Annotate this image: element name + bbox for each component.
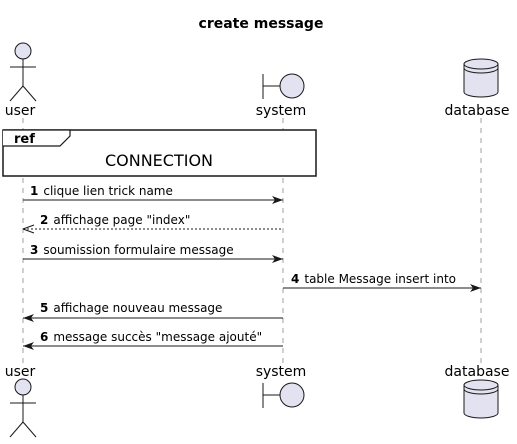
boundary-icon	[262, 73, 305, 99]
message-6: 6 message succès "message ajouté"	[23, 330, 283, 350]
ref-frame: ref CONNECTION	[2, 129, 317, 177]
message-number: 5	[40, 301, 48, 315]
arrowhead-icon	[272, 255, 283, 263]
arrowhead-icon	[22, 224, 35, 234]
message-number: 3	[30, 243, 38, 257]
database-icon	[463, 58, 499, 98]
participant-label: system	[256, 103, 307, 119]
participant-user-top: user	[5, 42, 37, 119]
participant-label: database	[445, 103, 510, 119]
message-label: message succès "message ajouté"	[53, 330, 262, 344]
message-1: 1 clique lien trick name	[23, 184, 283, 204]
message-5: 5 affichage nouveau message	[23, 301, 283, 322]
ref-keyword: ref	[14, 132, 35, 147]
diagram-title: create message	[199, 16, 324, 32]
participant-label: user	[5, 364, 36, 380]
participant-label: user	[5, 103, 36, 119]
message-4: 4 table Message insert into	[283, 272, 481, 292]
message-label: soumission formulaire message	[43, 243, 233, 257]
message-number: 6	[40, 330, 48, 344]
arrowhead-icon	[470, 284, 481, 292]
message-number: 2	[40, 213, 48, 227]
participant-database-bottom: database	[445, 364, 510, 419]
participant-system-top: system	[256, 73, 307, 119]
arrowhead-icon	[272, 196, 283, 204]
participant-system-bottom: system	[256, 364, 307, 408]
participant-label: database	[445, 364, 510, 380]
participant-label: system	[256, 364, 307, 380]
message-label: affichage page "index"	[53, 213, 190, 227]
message-number: 4	[291, 272, 299, 286]
actor-icon	[9, 42, 37, 102]
message-3: 3 soumission formulaire message	[23, 243, 283, 263]
arrowhead-icon	[23, 342, 34, 350]
message-2: 2 affichage page "index"	[22, 213, 283, 234]
message-label: clique lien trick name	[43, 184, 173, 198]
arrowhead-icon	[23, 314, 34, 322]
participant-user-bottom: user	[5, 364, 37, 438]
message-number: 1	[30, 184, 38, 198]
actor-icon	[9, 378, 37, 438]
boundary-icon	[262, 382, 305, 408]
database-icon	[463, 379, 499, 419]
participant-database-top: database	[445, 58, 510, 119]
ref-text: CONNECTION	[105, 151, 213, 170]
message-label: table Message insert into	[304, 272, 456, 286]
message-label: affichage nouveau message	[53, 301, 222, 315]
